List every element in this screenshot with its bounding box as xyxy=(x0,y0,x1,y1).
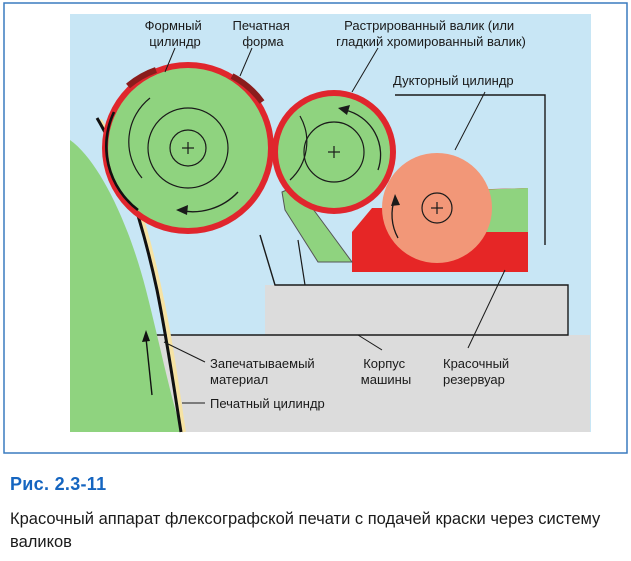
frame-outline xyxy=(130,234,569,336)
machine-frame xyxy=(130,335,590,432)
impression-cylinder xyxy=(70,140,182,432)
figure-caption: Красочный аппарат флексографской печати … xyxy=(10,510,601,551)
label-forme-cylinder: Формный цилиндр xyxy=(145,18,206,49)
diagram: Формный цилиндр Печатная форма Растриров… xyxy=(3,2,628,454)
forme-cylinder xyxy=(102,62,274,234)
label-substrate: Запечатываемый материал xyxy=(210,356,318,387)
frame-divider xyxy=(297,239,306,286)
figure-number: Рис. 2.3-11 xyxy=(10,474,107,494)
anilox-roller xyxy=(272,90,396,214)
machine-frame-upper xyxy=(265,285,568,335)
label-anilox-roller: Растрированный валик (или гладкий хромир… xyxy=(336,18,526,49)
frame-outline-right xyxy=(395,94,546,245)
label-impression-cylinder: Печатный цилиндр xyxy=(210,396,325,411)
label-ink-reservoir: Красочный резервуар xyxy=(443,356,513,387)
label-ductor-roller: Дукторный цилиндр xyxy=(393,73,514,88)
leader-lines xyxy=(163,47,506,404)
impression-arrow xyxy=(142,330,153,396)
printing-plate xyxy=(126,67,265,104)
label-machine-frame: Корпус машины xyxy=(361,356,411,387)
ductor-roller xyxy=(382,153,492,263)
label-printing-plate: Печатная форма xyxy=(233,18,294,49)
